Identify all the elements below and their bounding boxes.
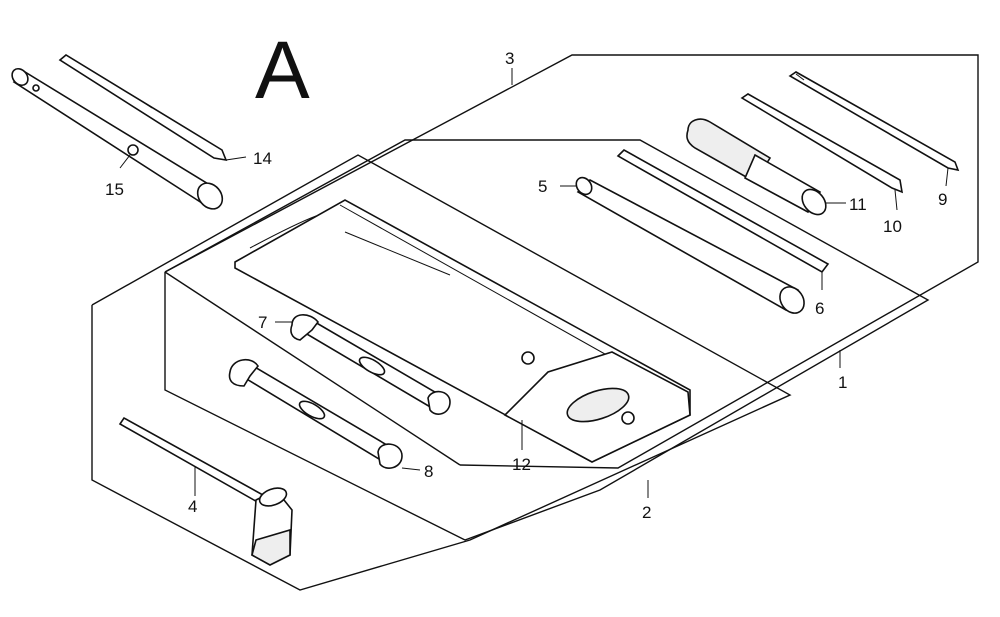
callout-3: 3 <box>505 49 514 68</box>
callout-14: 14 <box>253 149 272 168</box>
leader-15 <box>119 154 131 169</box>
callout-12: 12 <box>512 455 531 474</box>
callout-10: 10 <box>883 217 902 236</box>
open-end-wrench-8 <box>228 359 421 471</box>
group-outline-3 <box>164 54 979 469</box>
bag-snap-icon <box>621 411 635 425</box>
group-outline-3-edge <box>164 271 461 466</box>
callout-7: 7 <box>258 313 267 332</box>
group-outline-1 <box>164 139 930 541</box>
tool-bag <box>234 199 691 463</box>
box-wrench-5 <box>560 176 805 314</box>
callout-5: 5 <box>538 177 547 196</box>
screwdriver-bit-14 <box>58 54 247 162</box>
callout-1: 1 <box>838 373 847 392</box>
callout-6: 6 <box>815 299 824 318</box>
callout-4: 4 <box>188 497 197 516</box>
callout-9: 9 <box>938 190 947 209</box>
screwdriver-handle-11 <box>686 118 846 216</box>
extension-bar-6 <box>616 149 830 290</box>
bag-button-icon <box>521 351 535 365</box>
open-end-wrench-7 <box>275 314 451 415</box>
callout-11: 11 <box>849 195 867 214</box>
callout-2: 2 <box>642 503 651 522</box>
screwdriver-bit-10 <box>740 93 904 211</box>
bag-emblem-icon <box>566 387 630 423</box>
tube-wrench-15 <box>11 67 224 210</box>
spark-plug-wrench-4 <box>118 416 293 566</box>
callout-15: 15 <box>105 180 124 199</box>
screwdriver-bit-9 <box>788 71 960 187</box>
callout-8: 8 <box>424 462 433 481</box>
figure-letter: A <box>255 25 310 116</box>
group-outline-2 <box>91 154 792 591</box>
